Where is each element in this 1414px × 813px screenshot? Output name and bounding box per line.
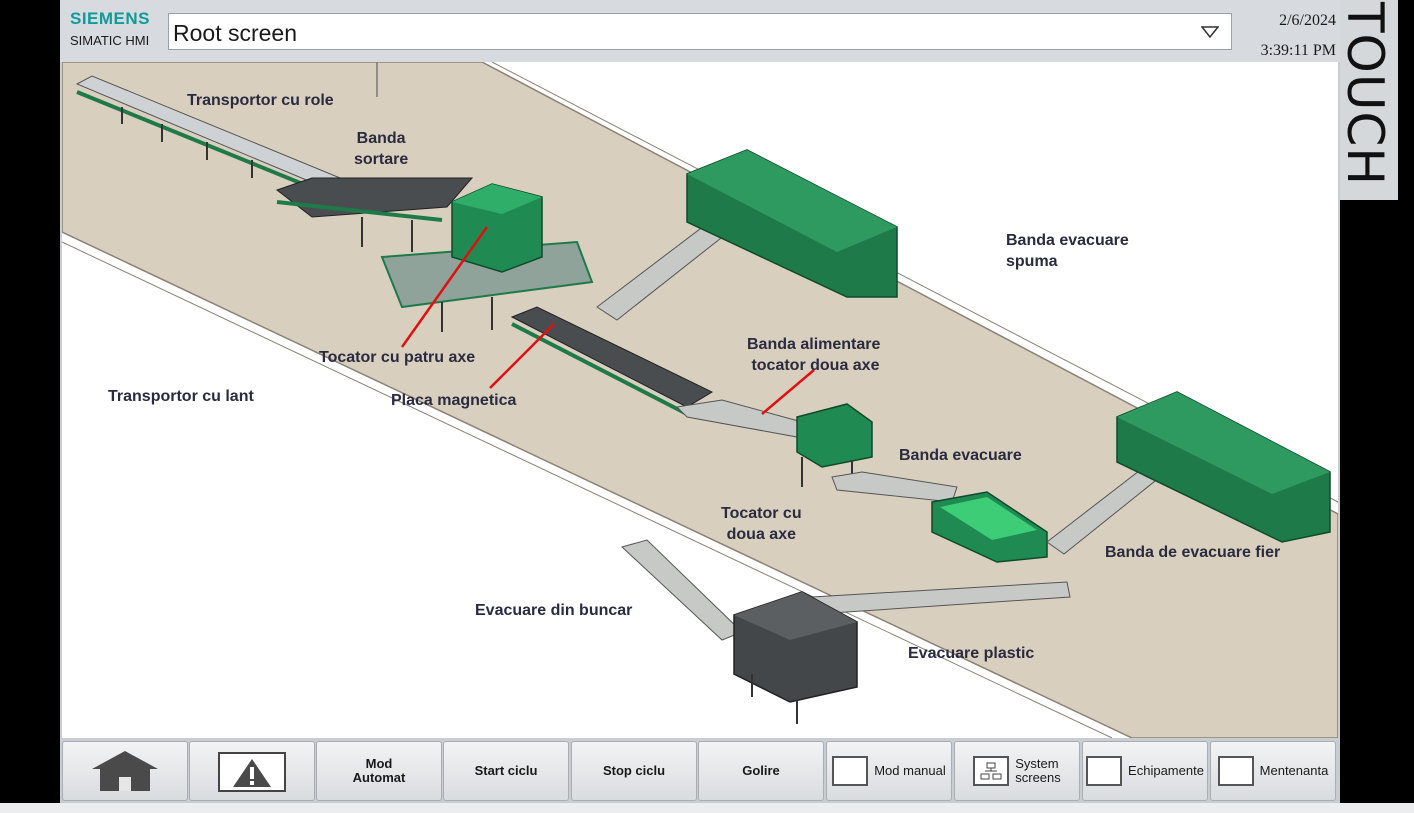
mod-manual-label: Mod manual [874, 763, 946, 778]
start-ciclu-label: Start ciclu [474, 763, 538, 778]
panel-side-bar: TOUCH [1336, 0, 1398, 803]
siemens-logo: SIEMENS [70, 9, 151, 28]
echipamente-label: Echipamente [1128, 763, 1204, 778]
iron-evacuation [1046, 391, 1331, 555]
alarm-button[interactable] [189, 741, 315, 801]
two-shaft-shredder [675, 399, 873, 492]
hopper-plastic [621, 539, 1071, 724]
alarm-warning-icon [218, 752, 286, 792]
echipamente-icon [1086, 756, 1123, 786]
label-plastic-evacuation: Evacuare plastic [908, 645, 1035, 662]
echipamente-button[interactable]: Echipamente [1082, 741, 1208, 801]
label-foam-evacuation: Banda evacuare spuma [1006, 232, 1129, 270]
four-shaft-shredder [380, 183, 594, 332]
stop-ciclu-label: Stop ciclu [602, 763, 666, 778]
date-display: 2/6/2024 [1279, 12, 1336, 29]
mod-manual-icon [832, 756, 869, 786]
sorting-belt [275, 177, 474, 252]
chevron-down-icon [1201, 26, 1219, 38]
label-two-shaft-shredder: Tocator cu doua axe [721, 505, 802, 543]
label-magnetic-plate: Placa magnetica [391, 392, 517, 409]
product-name: SIMATIC HMI [70, 33, 150, 48]
golire-label: Golire [742, 763, 780, 778]
touch-label-plate: TOUCH [1336, 0, 1398, 200]
function-key-bar: Mod Automat Start ciclu Stop ciclu Golir… [60, 739, 1340, 803]
chain-conveyor [510, 306, 714, 416]
label-roller-conveyor: Transportor cu role [187, 92, 334, 109]
start-ciclu-button[interactable]: Start ciclu [443, 741, 569, 801]
home-button[interactable] [62, 741, 188, 801]
floor-slab [62, 62, 1338, 738]
foam-evacuation [596, 149, 898, 321]
hmi-panel: SIEMENS SIMATIC HMI Root screen 2/6/2024… [60, 0, 1340, 803]
stop-ciclu-button[interactable]: Stop ciclu [571, 741, 697, 801]
label-chain-conveyor: Transportor cu lant [108, 388, 254, 405]
pointer-magnetic-plate [489, 323, 555, 389]
mentenanta-button[interactable]: Mentenanta [1210, 741, 1336, 801]
pointer-shredder [400, 226, 489, 348]
label-four-shaft-shredder: Tocator cu patru axe [319, 349, 476, 366]
golire-button[interactable]: Golire [698, 741, 824, 801]
time-display: 3:39:11 PM [1260, 42, 1336, 59]
brand-block: SIEMENS SIMATIC HMI [70, 9, 166, 48]
mentenanta-label: Mentenanta [1259, 763, 1329, 778]
home-icon [92, 751, 158, 791]
screen-selector-value: Root screen [173, 20, 298, 46]
clock: 2/6/2024 3:39:11 PM [1261, 6, 1336, 66]
mod-automat-label: Mod Automat [352, 756, 406, 785]
touch-label: TOUCH [1336, 2, 1394, 187]
mentenanta-icon [1217, 756, 1254, 786]
mod-manual-button[interactable]: Mod manual [826, 741, 952, 801]
screen-selector-dropdown[interactable]: Root screen [168, 13, 1232, 50]
label-hopper-evacuation: Evacuare din buncar [475, 602, 633, 619]
label-sorting-belt: Banda sortare [354, 130, 409, 168]
bottom-strip [0, 803, 1414, 813]
label-iron-evacuation: Banda de evacuare fier [1105, 544, 1281, 561]
system-screens-icon [973, 756, 1010, 786]
label-feed-belt: Banda alimentare tocator doua axe [747, 336, 881, 374]
system-screens-button[interactable]: System screens [954, 741, 1080, 801]
mod-automat-button[interactable]: Mod Automat [316, 741, 442, 801]
system-screens-label: System screens [1015, 756, 1061, 785]
label-evacuation-belt: Banda evacuare [899, 447, 1022, 464]
plant-drawing [62, 62, 1338, 738]
header-bar: SIEMENS SIMATIC HMI Root screen 2/6/2024… [60, 0, 1340, 62]
pointer-feed-belt [761, 369, 815, 415]
evacuation-belt [831, 471, 1048, 563]
plant-overview: Transportor cu role Banda sortare Banda … [62, 62, 1338, 738]
